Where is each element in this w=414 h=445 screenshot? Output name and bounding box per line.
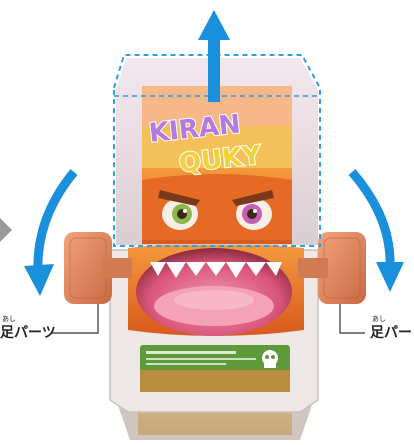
label-ruby: あし xyxy=(372,315,386,323)
prev-arrow-icon xyxy=(0,218,12,242)
eye-right xyxy=(236,198,272,230)
leader-line-right xyxy=(339,304,365,334)
label-leg-parts-right: あし 足パー xyxy=(370,315,412,342)
label-text: 足パーツ xyxy=(0,325,56,341)
upper-lid: KIRAN QUKY xyxy=(113,54,321,247)
curved-arrow-left-icon xyxy=(24,169,78,296)
leader-line-left xyxy=(52,304,99,334)
base-stand xyxy=(118,395,312,440)
label-text: 足パー xyxy=(370,325,412,341)
label-ruby: あし xyxy=(2,315,16,323)
arrow-up-icon xyxy=(198,10,230,102)
skull-icon xyxy=(262,350,278,368)
eye-left xyxy=(162,198,198,230)
lid-dashed-outline xyxy=(113,54,321,247)
label-leg-parts-left: あし 足パーツ xyxy=(0,315,56,342)
leg-part-left xyxy=(64,232,132,304)
leg-part-right xyxy=(298,232,366,304)
logo-line2: QUKY xyxy=(178,140,264,179)
curved-arrow-right-icon xyxy=(348,169,404,292)
monster-body xyxy=(128,243,304,336)
